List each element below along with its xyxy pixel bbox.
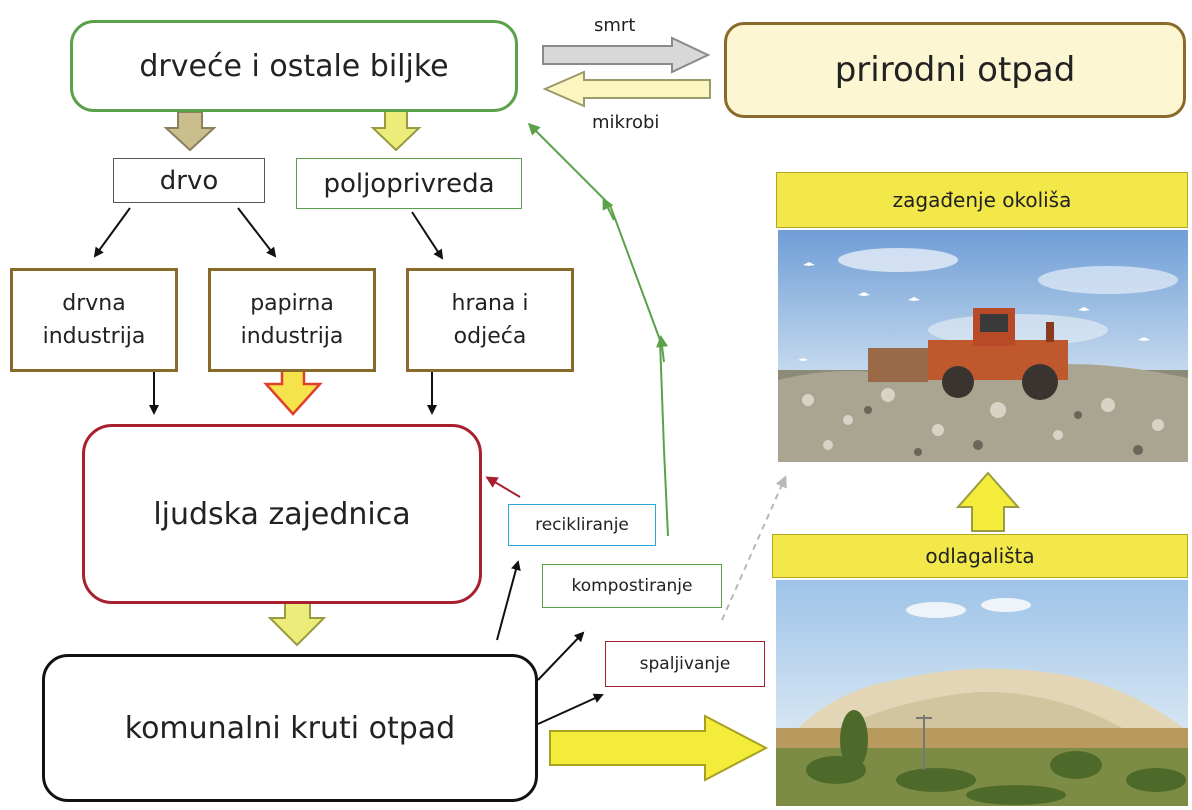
- solid-waste-label: komunalni kruti otpad: [124, 710, 456, 746]
- microbes-label: mikrobi: [592, 112, 660, 133]
- waste-to-landfill-arrow: [549, 714, 769, 782]
- natural-waste-node: prirodni otpad: [724, 22, 1186, 118]
- community-node: ljudska zajednica: [82, 424, 482, 604]
- paper-industry-label: papirna industrija: [240, 291, 344, 349]
- landfill-mound-photo: [776, 580, 1188, 806]
- incineration-label: spaljivanje: [639, 654, 731, 674]
- wood-industry-node: drvna industrija: [10, 268, 178, 372]
- recycling-label: recikliranje: [535, 515, 629, 535]
- recycling-node: recikliranje: [508, 504, 656, 546]
- plants-to-agriculture-arrow: [370, 109, 422, 152]
- green-mid-arrow-1: [656, 335, 669, 363]
- wood-to-paper-industry-arrow: [237, 207, 277, 258]
- landfills-label: odlagališta: [925, 544, 1035, 568]
- recycling-to-community-arrow: [485, 476, 521, 498]
- wood-industry-label: drvna industrija: [42, 291, 146, 349]
- community-to-waste-arrow: [267, 600, 327, 647]
- pollution-label: zagađenje okoliša: [892, 188, 1072, 212]
- plants-to-wood-arrow: [163, 111, 217, 152]
- composting-node: kompostiranje: [542, 564, 722, 608]
- plants-node: drveće i ostale biljke: [70, 20, 518, 112]
- death-label: smrt: [594, 15, 636, 36]
- wood-label: drvo: [159, 165, 219, 196]
- waste-to-incineration-arrow: [537, 693, 604, 725]
- food-clothing-label: hrana i odjeća: [451, 291, 529, 349]
- wood-to-wood-industry-arrow: [93, 207, 131, 258]
- agriculture-to-food-arrow: [411, 211, 444, 260]
- paper-industry-node: papirna industrija: [208, 268, 376, 372]
- composting-label: kompostiranje: [571, 576, 693, 596]
- landfill-bulldozer-photo: [778, 230, 1188, 462]
- landfills-header: odlagališta: [772, 534, 1188, 578]
- microbes-arrow: [542, 70, 711, 108]
- plants-label: drveće i ostale biljke: [139, 48, 449, 84]
- death-arrow: [542, 36, 711, 74]
- natural-waste-label: prirodni otpad: [834, 50, 1076, 90]
- incineration-node: spaljivanje: [605, 641, 765, 687]
- food-clothing-node: hrana i odjeća: [406, 268, 574, 372]
- pollution-header: zagađenje okoliša: [776, 172, 1188, 228]
- landfill-to-pollution-arrow: [955, 471, 1021, 532]
- agriculture-label: poljoprivreda: [323, 168, 495, 199]
- green-mid-arrow-2: [602, 197, 615, 221]
- waste-to-composting-arrow: [537, 631, 585, 681]
- waste-to-recycling-arrow: [496, 560, 521, 641]
- community-label: ljudska zajednica: [153, 496, 411, 532]
- solid-waste-node: komunalni kruti otpad: [42, 654, 538, 802]
- agriculture-node: poljoprivreda: [296, 158, 522, 209]
- incineration-to-pollution-arrow: [721, 475, 787, 621]
- wood-node: drvo: [113, 158, 265, 203]
